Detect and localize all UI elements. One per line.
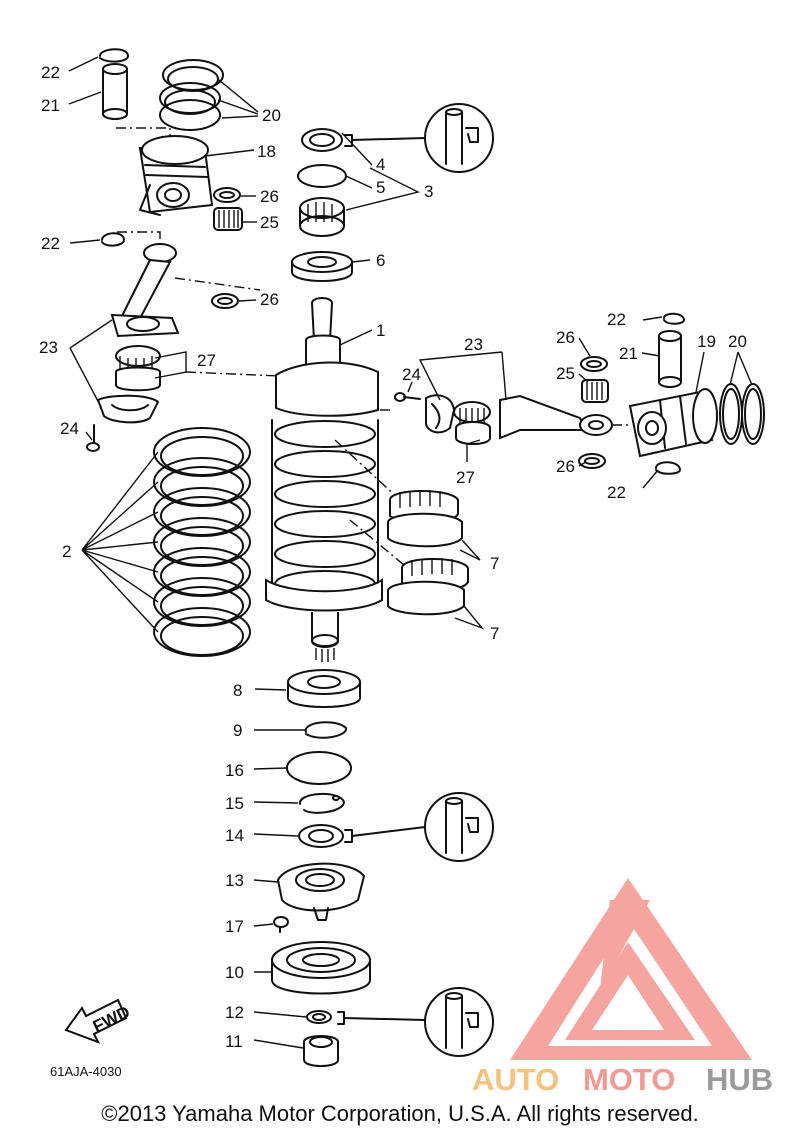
automotohub-logo: [510, 878, 752, 1060]
automotohub-wordmark: AUTO MOTO HUB: [472, 1062, 773, 1097]
callout-23-right: 23: [464, 335, 483, 354]
bolt-17: [273, 916, 289, 933]
main-bearing-7-lower: [387, 558, 469, 616]
wordmark-hub: HUB: [706, 1062, 773, 1097]
rod-cap-24-left: [96, 394, 160, 424]
callout-14: 14: [225, 826, 244, 845]
callout-9: 9: [233, 721, 242, 740]
callout-25-left: 25: [260, 213, 279, 232]
callout-27-right: 27: [456, 468, 475, 487]
callout-27-left: 27: [197, 351, 216, 370]
seal-detail-14: [344, 792, 494, 862]
ring-leader-lines: [81, 451, 159, 633]
housing-13: [276, 862, 366, 921]
callout-3: 3: [424, 182, 433, 201]
callout-26-right-bottom: 26: [556, 457, 575, 476]
oil-seal-4: [301, 128, 343, 152]
diagram-code: 61AJA-4030: [50, 1064, 122, 1079]
callout-7-upper: 7: [490, 554, 499, 573]
circlip-9: [304, 721, 347, 739]
washer-26-upper: [213, 187, 241, 203]
bearing-6: [291, 251, 353, 282]
circlip-15: [299, 792, 345, 814]
piston-pin-21: [102, 63, 128, 120]
piston-rings-20: [159, 59, 224, 131]
piston-pin-clip-22-left: [101, 232, 125, 247]
piston-pin-clip-22-top: [99, 48, 129, 63]
callout-11: 11: [225, 1032, 243, 1051]
callout-1: 1: [376, 321, 385, 340]
callout-4: 4: [376, 155, 385, 174]
callout-2: 2: [62, 542, 71, 561]
copyright-notice: ©2013 Yamaha Motor Corporation, U.S.A. A…: [101, 1101, 699, 1126]
bearing-27-left: [115, 345, 161, 392]
piston-pin-21-right: [658, 330, 682, 388]
washer-26-right-bottom: [578, 453, 606, 469]
rod-cap-23-right: [425, 394, 456, 434]
callout-15: 15: [225, 794, 244, 813]
callout-24-right: 24: [402, 365, 421, 384]
callout-19: 19: [697, 332, 716, 351]
crank-rings-2: [153, 427, 251, 657]
callout-16: 16: [225, 761, 244, 780]
o-ring-16: [286, 751, 352, 785]
callout-22-top: 22: [41, 63, 60, 82]
oil-seal-14: [298, 824, 344, 848]
fwd-arrow-icon: FWD: [64, 998, 133, 1044]
needle-bearing-25-upper: [213, 207, 243, 231]
callout-20-left: 20: [262, 106, 281, 125]
callout-24-left: 24: [60, 419, 79, 438]
crankshaft-1: [265, 297, 383, 662]
callout-6: 6: [376, 251, 385, 270]
wordmark-auto: AUTO: [472, 1062, 559, 1097]
wordmark-moto: MOTO: [583, 1062, 675, 1097]
callout-8: 8: [233, 681, 242, 700]
piston-19: [628, 388, 718, 458]
washer-26-right-top: [580, 356, 608, 372]
leader-lines: [68, 56, 753, 1049]
bearing-10: [271, 941, 371, 995]
bolt-24-left: [86, 424, 100, 452]
callout-23-left: 23: [39, 338, 58, 357]
callout-26-upper: 26: [260, 187, 279, 206]
callout-12: 12: [225, 1003, 244, 1022]
seal-12: [306, 1010, 332, 1024]
connecting-rod-right: [499, 394, 613, 440]
callout-13: 13: [225, 871, 244, 890]
washer-26-left: [211, 293, 239, 309]
nut-11: [303, 1035, 339, 1067]
callout-26-right-top: 26: [556, 328, 575, 347]
callout-18: 18: [257, 142, 276, 161]
callout-20-right: 20: [728, 332, 747, 351]
callout-22-left: 22: [41, 234, 60, 253]
o-ring-5: [297, 164, 347, 188]
connecting-rod-left: [110, 243, 180, 338]
seal-detail-top: [344, 103, 494, 173]
piston-rings-20-right: [719, 383, 765, 445]
callout-26-left: 26: [260, 290, 279, 309]
clip-22-right-bottom: [655, 461, 681, 475]
bearing-27-right: [453, 401, 491, 445]
piston-18: [138, 135, 214, 216]
callout-22-right-top: 22: [607, 310, 626, 329]
needle-bearing-25-right: [581, 379, 609, 403]
callout-25-right: 25: [556, 364, 575, 383]
callout-21-right: 21: [619, 344, 638, 363]
clip-22-right-top: [663, 312, 685, 325]
callout-17: 17: [225, 917, 244, 936]
callout-10: 10: [225, 963, 244, 982]
seal-detail-12: [337, 987, 494, 1057]
callout-5: 5: [376, 178, 385, 197]
callout-22-right-bottom: 22: [607, 483, 626, 502]
main-bearing-7-upper: [387, 490, 463, 548]
callout-21-left: 21: [41, 96, 60, 115]
callout-7-lower: 7: [490, 624, 499, 643]
bearing-8: [287, 669, 361, 708]
bolt-24-right: [394, 392, 421, 402]
bearing-housing-3: [299, 197, 345, 237]
callout-numbers: 22 21 20 18 26 25 22 26 23 27 24 2 4 5 3…: [39, 63, 747, 1051]
